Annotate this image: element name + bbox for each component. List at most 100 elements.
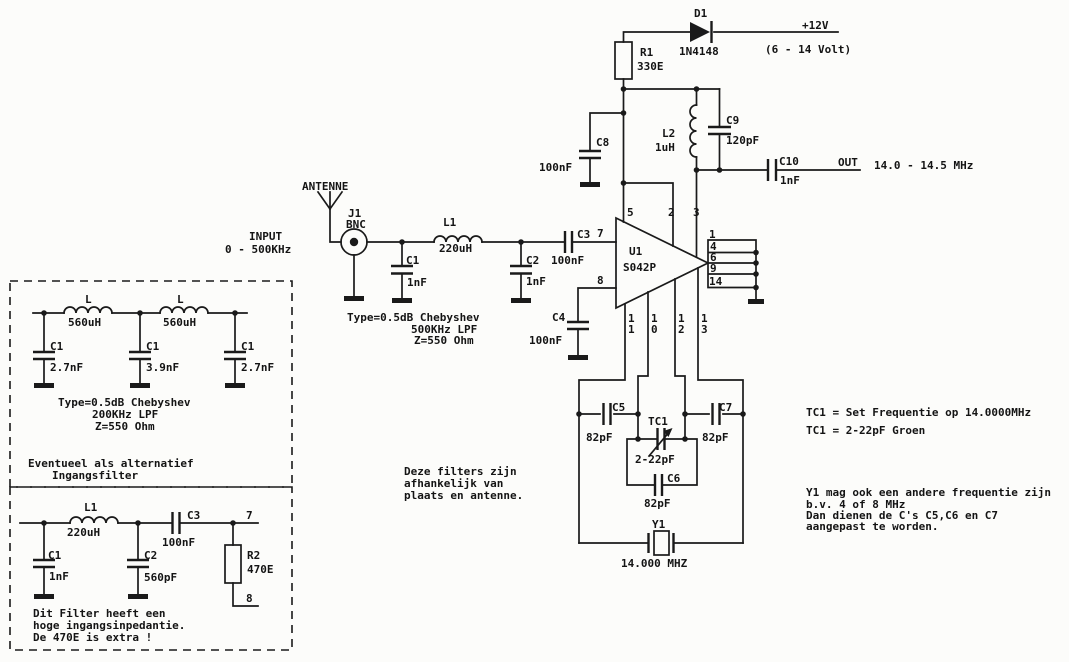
l1-value-label: 220uH — [439, 242, 472, 255]
alt1-capacitors — [33, 350, 246, 361]
input-range-label: 0 - 500KHz — [225, 243, 291, 256]
pin7-label: 7 — [597, 227, 604, 240]
c3-ref-label: C3 — [577, 228, 590, 241]
j1-bnc-connector — [340, 228, 368, 301]
ground-symbol — [511, 298, 531, 303]
c10-ref-label: C10 — [779, 155, 799, 168]
alt2-capacitors — [33, 512, 181, 569]
out-label: OUT — [838, 156, 858, 169]
note-filters-line3: plaats en antenne. — [404, 489, 523, 502]
ground-symbol — [392, 298, 412, 303]
c2-value-label: 1nF — [526, 275, 546, 288]
alt1-l2-value: 560uH — [163, 316, 196, 329]
input-section: ANTENNE J1 BNC INPUT 0 - 500KHz C1 1nF L… — [225, 180, 617, 360]
antenna-label: ANTENNE — [302, 180, 348, 193]
c3-capacitor — [563, 231, 574, 253]
c4-ref-label: C4 — [552, 311, 566, 324]
alt2-l1-value: 220uH — [67, 526, 100, 539]
wire-power — [589, 31, 839, 247]
alt2-c1-value: 1nF — [49, 570, 69, 583]
alt1-type-line3: Z=550 Ohm — [95, 420, 155, 433]
alt2-inductor — [69, 516, 119, 524]
ground-symbol — [580, 182, 600, 187]
alt1-l2-ref: L — [177, 293, 184, 306]
l2-inductor — [689, 104, 698, 158]
c7-capacitor — [711, 403, 721, 425]
alt2-r2-value: 470E — [247, 563, 274, 576]
note-filters-line2: afhankelijk van — [404, 477, 503, 490]
ground-symbol — [34, 383, 54, 388]
alt2-c2-ref: C2 — [144, 549, 157, 562]
c9-ref-label: C9 — [726, 114, 739, 127]
trimmer-arrowhead — [663, 428, 673, 437]
c1-value-label: 1nF — [407, 276, 427, 289]
note-tc1-line2: TC1 = 2-22pF Groen — [806, 424, 925, 437]
c3-value-label: 100nF — [551, 254, 584, 267]
c4-value-label: 100nF — [529, 334, 562, 347]
c8-capacitor — [579, 149, 601, 187]
c7-value-label: 82pF — [702, 431, 729, 444]
tc1-trimmer-capacitor — [647, 428, 673, 458]
ground-symbol — [344, 296, 364, 301]
c5-ref-label: C5 — [612, 401, 625, 414]
notes-section: Deze filters zijn afhankelijk van plaats… — [404, 406, 1051, 533]
power-section: D1 1N4148 +12V (6 - 14 Volt) R1 330E C8 … — [539, 7, 851, 247]
c6-value-label: 82pF — [644, 497, 671, 510]
l1-ref-label: L1 — [443, 216, 457, 229]
wire-oscillator — [578, 413, 744, 544]
tc1-ref-label: TC1 — [648, 415, 668, 428]
c8-ref-label: C8 — [596, 136, 609, 149]
tank-section: L2 1uH C9 120pF C10 1nF OUT 14.0 - 14.5 … — [655, 88, 973, 258]
alt2-caption-line1: Dit Filter heeft een — [33, 607, 165, 620]
r1-ref-label: R1 — [640, 46, 654, 59]
alt1-type-line1: Type=0.5dB Chebyshev — [58, 396, 191, 409]
input-label: INPUT — [249, 230, 282, 243]
dashed-border — [9, 280, 293, 488]
wire-ic-bottom-pins — [578, 267, 744, 544]
u1-ref-label: U1 — [629, 245, 643, 258]
note-y1-line2: b.v. 4 of 8 MHz — [806, 498, 905, 511]
c10-capacitor — [766, 159, 778, 181]
c1-capacitor — [391, 264, 413, 303]
pin9-label: 9 — [710, 262, 717, 275]
c8-value-label: 100nF — [539, 161, 572, 174]
dashed-border — [9, 486, 293, 651]
c1-ref-label: C1 — [406, 254, 420, 267]
filter-type-line1: Type=0.5dB Chebyshev — [347, 311, 480, 324]
ground-symbol — [568, 355, 588, 360]
alt1-inductors — [63, 306, 209, 314]
alt2-c2-value: 560pF — [144, 571, 177, 584]
pin5-label: 5 — [627, 206, 634, 219]
alt2-l1-ref: L1 — [84, 501, 98, 514]
tc1-value-label: 2-22pF — [635, 453, 675, 466]
l2-ref-label: L2 — [662, 127, 675, 140]
alt1-caption-line2: Ingangsfilter — [52, 469, 138, 482]
alt2-caption-line2: hoge ingangsinpedantie. — [33, 619, 185, 632]
alt2-pin8-label: 8 — [246, 592, 253, 605]
u1-part-label: S042P — [623, 261, 656, 274]
c6-ref-label: C6 — [667, 472, 681, 485]
y1-crystal — [647, 530, 675, 556]
pin2-label: 2 — [668, 206, 675, 219]
note-y1-line4: aangepast te worden. — [806, 520, 938, 533]
alt1-l1-ref: L — [85, 293, 92, 306]
c5-capacitor — [602, 403, 612, 425]
y1-value-label: 14.000 MHZ — [621, 557, 688, 570]
alt1-c2-value: 3.9nF — [146, 361, 179, 374]
c2-capacitor — [510, 264, 532, 303]
note-filters-line1: Deze filters zijn — [404, 465, 517, 478]
alt2-pin7-label: 7 — [246, 509, 253, 522]
alt2-r2-ref: R2 — [247, 549, 260, 562]
l2-value-label: 1uH — [655, 141, 675, 154]
ic-triangle-symbol — [615, 216, 710, 310]
pin1-label: 1 — [709, 228, 716, 241]
c6-capacitor — [653, 474, 664, 496]
ground-symbol — [130, 383, 150, 388]
r1-value-label: 330E — [637, 60, 664, 73]
antenna-icon — [316, 190, 344, 211]
